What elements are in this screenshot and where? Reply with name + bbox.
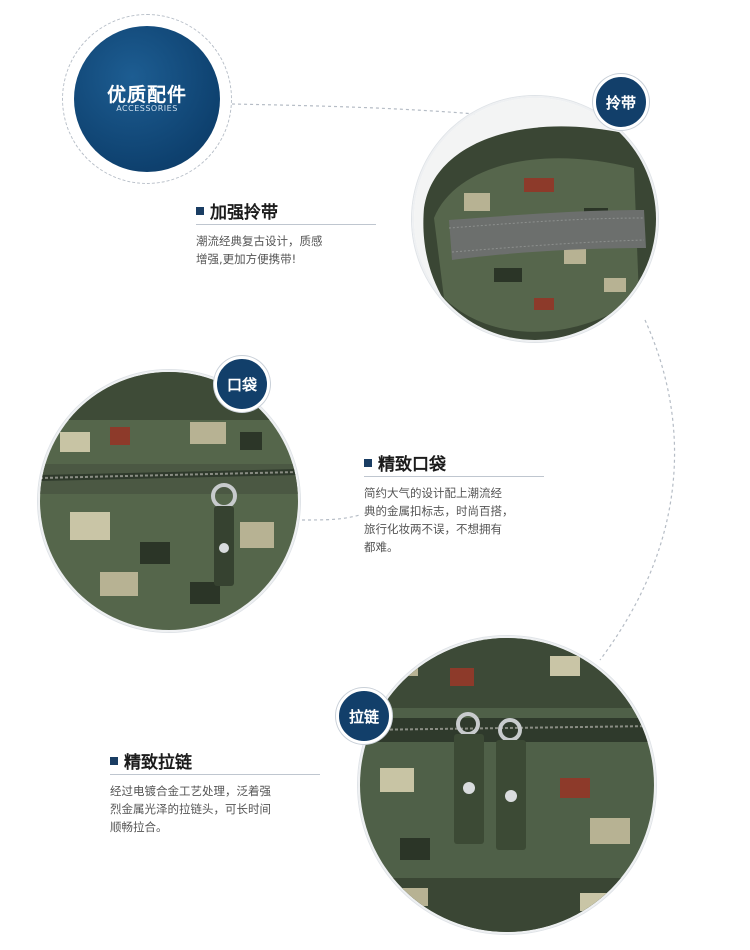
feature-title-zipper: 精致拉链 — [110, 748, 192, 773]
desc-line: 都难。 — [364, 540, 399, 554]
bullet-square-icon — [364, 459, 372, 467]
feature-title-pocket: 精致口袋 — [364, 450, 446, 475]
desc-line: 典的金属扣标志，时尚百搭， — [364, 504, 514, 518]
tag-pocket: 口袋 — [214, 356, 270, 412]
feature-desc-handle: 潮流经典复古设计，质感 增强,更加方便携带! — [196, 232, 396, 268]
desc-line: 潮流经典复古设计，质感 — [196, 234, 323, 248]
tag-handle: 拎带 — [593, 74, 649, 130]
feature-desc-pocket: 简约大气的设计配上潮流经 典的金属扣标志，时尚百搭， 旅行化妆两不误，不想拥有 … — [364, 484, 564, 556]
desc-line: 简约大气的设计配上潮流经 — [364, 486, 502, 500]
feature-title-handle-text: 加强拎带 — [210, 203, 278, 223]
header-subtitle: ACCESSORIES — [116, 104, 178, 113]
header-badge-ring — [62, 14, 232, 184]
desc-line: 增强,更加方便携带! — [196, 252, 297, 266]
divider — [110, 774, 320, 775]
feature-title-handle: 加强拎带 — [196, 198, 278, 223]
bullet-square-icon — [110, 757, 118, 765]
divider — [364, 476, 544, 477]
feature-title-pocket-text: 精致口袋 — [378, 455, 446, 475]
header-title: 优质配件 — [106, 84, 187, 106]
divider — [196, 224, 376, 225]
pocket-photo — [38, 370, 300, 632]
header-badge — [74, 26, 220, 172]
tag-zipper: 拉链 — [336, 688, 392, 744]
handle-photo — [412, 96, 658, 342]
desc-line: 旅行化妆两不误，不想拥有 — [364, 522, 502, 536]
desc-line: 顺畅拉合。 — [110, 820, 168, 834]
feature-title-zipper-text: 精致拉链 — [124, 753, 192, 773]
desc-line: 经过电镀合金工艺处理，泛着强 — [110, 784, 271, 798]
feature-desc-zipper: 经过电镀合金工艺处理，泛着强 烈金属光泽的拉链头，可长时间 顺畅拉合。 — [110, 782, 340, 836]
zipper-photo — [358, 636, 656, 934]
desc-line: 烈金属光泽的拉链头，可长时间 — [110, 802, 271, 816]
bullet-square-icon — [196, 207, 204, 215]
